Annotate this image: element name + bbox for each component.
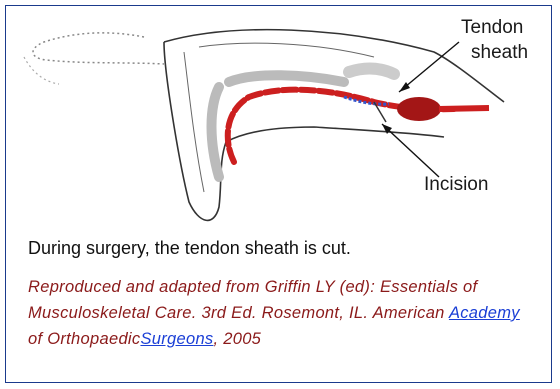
incision-label: Incision xyxy=(424,173,488,197)
source-credit: Reproduced and adapted from Griffin LY (… xyxy=(28,274,528,352)
tendon-sheath-label-line2: sheath xyxy=(471,41,528,65)
tendon-sheath-label-line1: Tendon xyxy=(461,16,523,40)
credit-text-3: , 2005 xyxy=(213,330,261,348)
surgeons-link[interactable]: Surgeons xyxy=(140,330,213,348)
figure-caption: During surgery, the tendon sheath is cut… xyxy=(28,238,351,259)
figure-panel: Tendon sheath Incision During surgery, t… xyxy=(5,5,552,383)
credit-text-2: of Orthopaedic xyxy=(28,330,140,348)
credit-text-1: Reproduced and adapted from Griffin LY (… xyxy=(28,278,477,322)
academy-link[interactable]: Academy xyxy=(449,304,520,322)
